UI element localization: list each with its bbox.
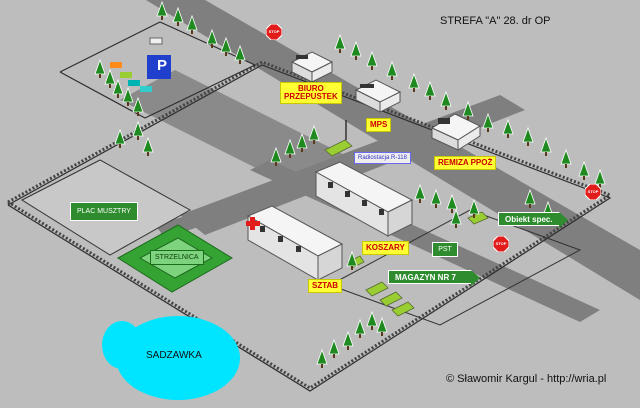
label-sadzawka[interactable]: SADZAWKA	[146, 350, 202, 361]
copyright-text: © Sławomir Kargul - http://wria.pl	[446, 373, 607, 385]
conifer-tree-icon	[524, 188, 536, 208]
conifer-tree-icon	[308, 124, 320, 144]
conifer-tree-icon	[156, 0, 168, 20]
conifer-tree-icon	[104, 68, 116, 88]
building-pass-office-front	[311, 61, 333, 83]
pond-lobe	[102, 321, 142, 369]
label-pst[interactable]: PST	[432, 242, 458, 257]
conifer-tree-icon	[346, 250, 358, 270]
stop-sign-icon: STOP	[585, 184, 601, 200]
car-icon	[110, 62, 122, 68]
red-cross-icon	[246, 217, 260, 230]
label-mps[interactable]: MPS	[366, 118, 392, 132]
car-icon	[149, 37, 163, 45]
pond	[116, 316, 240, 400]
conifer-tree-icon	[270, 146, 282, 166]
military-truck-icon	[391, 301, 415, 317]
conifer-tree-icon	[112, 78, 124, 98]
conifer-tree-icon	[522, 126, 534, 146]
building-mps-front	[379, 91, 401, 113]
road-upper-link	[120, 70, 345, 185]
conifer-tree-icon	[482, 112, 494, 132]
conifer-tree-icon	[440, 90, 452, 110]
stop-sign-icon: STOP	[266, 24, 282, 40]
conifer-tree-icon	[142, 136, 154, 156]
arrow-magazyn-nr-7[interactable]: MAGAZYN NR 7	[388, 270, 480, 286]
label-strzelnica[interactable]: STRZELNICA	[150, 250, 204, 265]
conifer-tree-icon	[408, 72, 420, 92]
conifer-tree-icon	[540, 136, 552, 156]
car-icon	[128, 80, 140, 86]
conifer-tree-icon	[350, 40, 362, 60]
conifer-tree-icon	[172, 6, 184, 26]
conifer-tree-icon	[114, 128, 126, 148]
building-hq-front	[317, 243, 343, 281]
conifer-tree-icon	[468, 198, 480, 218]
conifer-tree-icon	[234, 44, 246, 64]
conifer-tree-icon	[366, 50, 378, 70]
conifer-tree-icon	[502, 118, 514, 138]
conifer-tree-icon	[414, 183, 426, 203]
conifer-tree-icon	[354, 318, 366, 338]
parking-sign-label: P	[156, 57, 167, 74]
conifer-tree-icon	[424, 80, 436, 100]
conifer-tree-icon	[94, 58, 106, 78]
label-biuro-przepustek[interactable]: BIURO PRZEPUSTEK	[280, 82, 342, 104]
conifer-tree-icon	[462, 100, 474, 120]
conifer-tree-icon	[284, 138, 296, 158]
conifer-tree-icon	[316, 348, 328, 368]
conifer-tree-icon	[560, 148, 572, 168]
conifer-tree-icon	[296, 132, 308, 152]
conifer-tree-icon	[206, 28, 218, 48]
parked-cars	[110, 37, 163, 92]
conifer-tree-icon	[450, 208, 462, 228]
trees	[94, 0, 606, 368]
label-remiza[interactable]: REMIZA PPOŻ	[434, 156, 497, 170]
stop-sign-icon: STOP	[493, 236, 509, 252]
conifer-tree-icon	[430, 188, 442, 208]
conifer-tree-icon	[366, 310, 378, 330]
building-fire-station-front	[457, 125, 481, 151]
arrow-obiekt-spec[interactable]: Obiekt spec.	[498, 212, 568, 228]
conifer-tree-icon	[342, 330, 354, 350]
label-radiostacja[interactable]: Radiostacja R-118	[354, 152, 411, 164]
parking-sign	[147, 55, 171, 79]
conifer-tree-icon	[328, 338, 340, 358]
car-icon	[120, 72, 132, 78]
label-plac-musztry[interactable]: PLAC MUSZTRY	[70, 202, 138, 221]
conifer-tree-icon	[376, 316, 388, 336]
conifer-tree-icon	[446, 193, 458, 213]
conifer-tree-icon	[220, 36, 232, 56]
conifer-tree-icon	[594, 168, 606, 188]
conifer-tree-icon	[578, 160, 590, 180]
conifer-tree-icon	[132, 120, 144, 140]
label-sztab[interactable]: SZTAB	[308, 279, 343, 293]
conifer-tree-icon	[386, 60, 398, 80]
conifer-tree-icon	[334, 33, 346, 53]
military-truck-icon	[324, 139, 353, 157]
windows	[260, 55, 450, 252]
military-truck-icon	[365, 281, 389, 297]
conifer-tree-icon	[122, 86, 134, 106]
label-koszary[interactable]: KOSZARY	[362, 241, 409, 255]
building-barracks-front	[387, 199, 413, 237]
conifer-tree-icon	[132, 96, 144, 116]
car-icon	[140, 86, 152, 92]
page-title: STREFA "A" 28. dr OP	[440, 15, 551, 27]
military-truck-icon	[379, 291, 403, 307]
conifer-tree-icon	[186, 14, 198, 34]
